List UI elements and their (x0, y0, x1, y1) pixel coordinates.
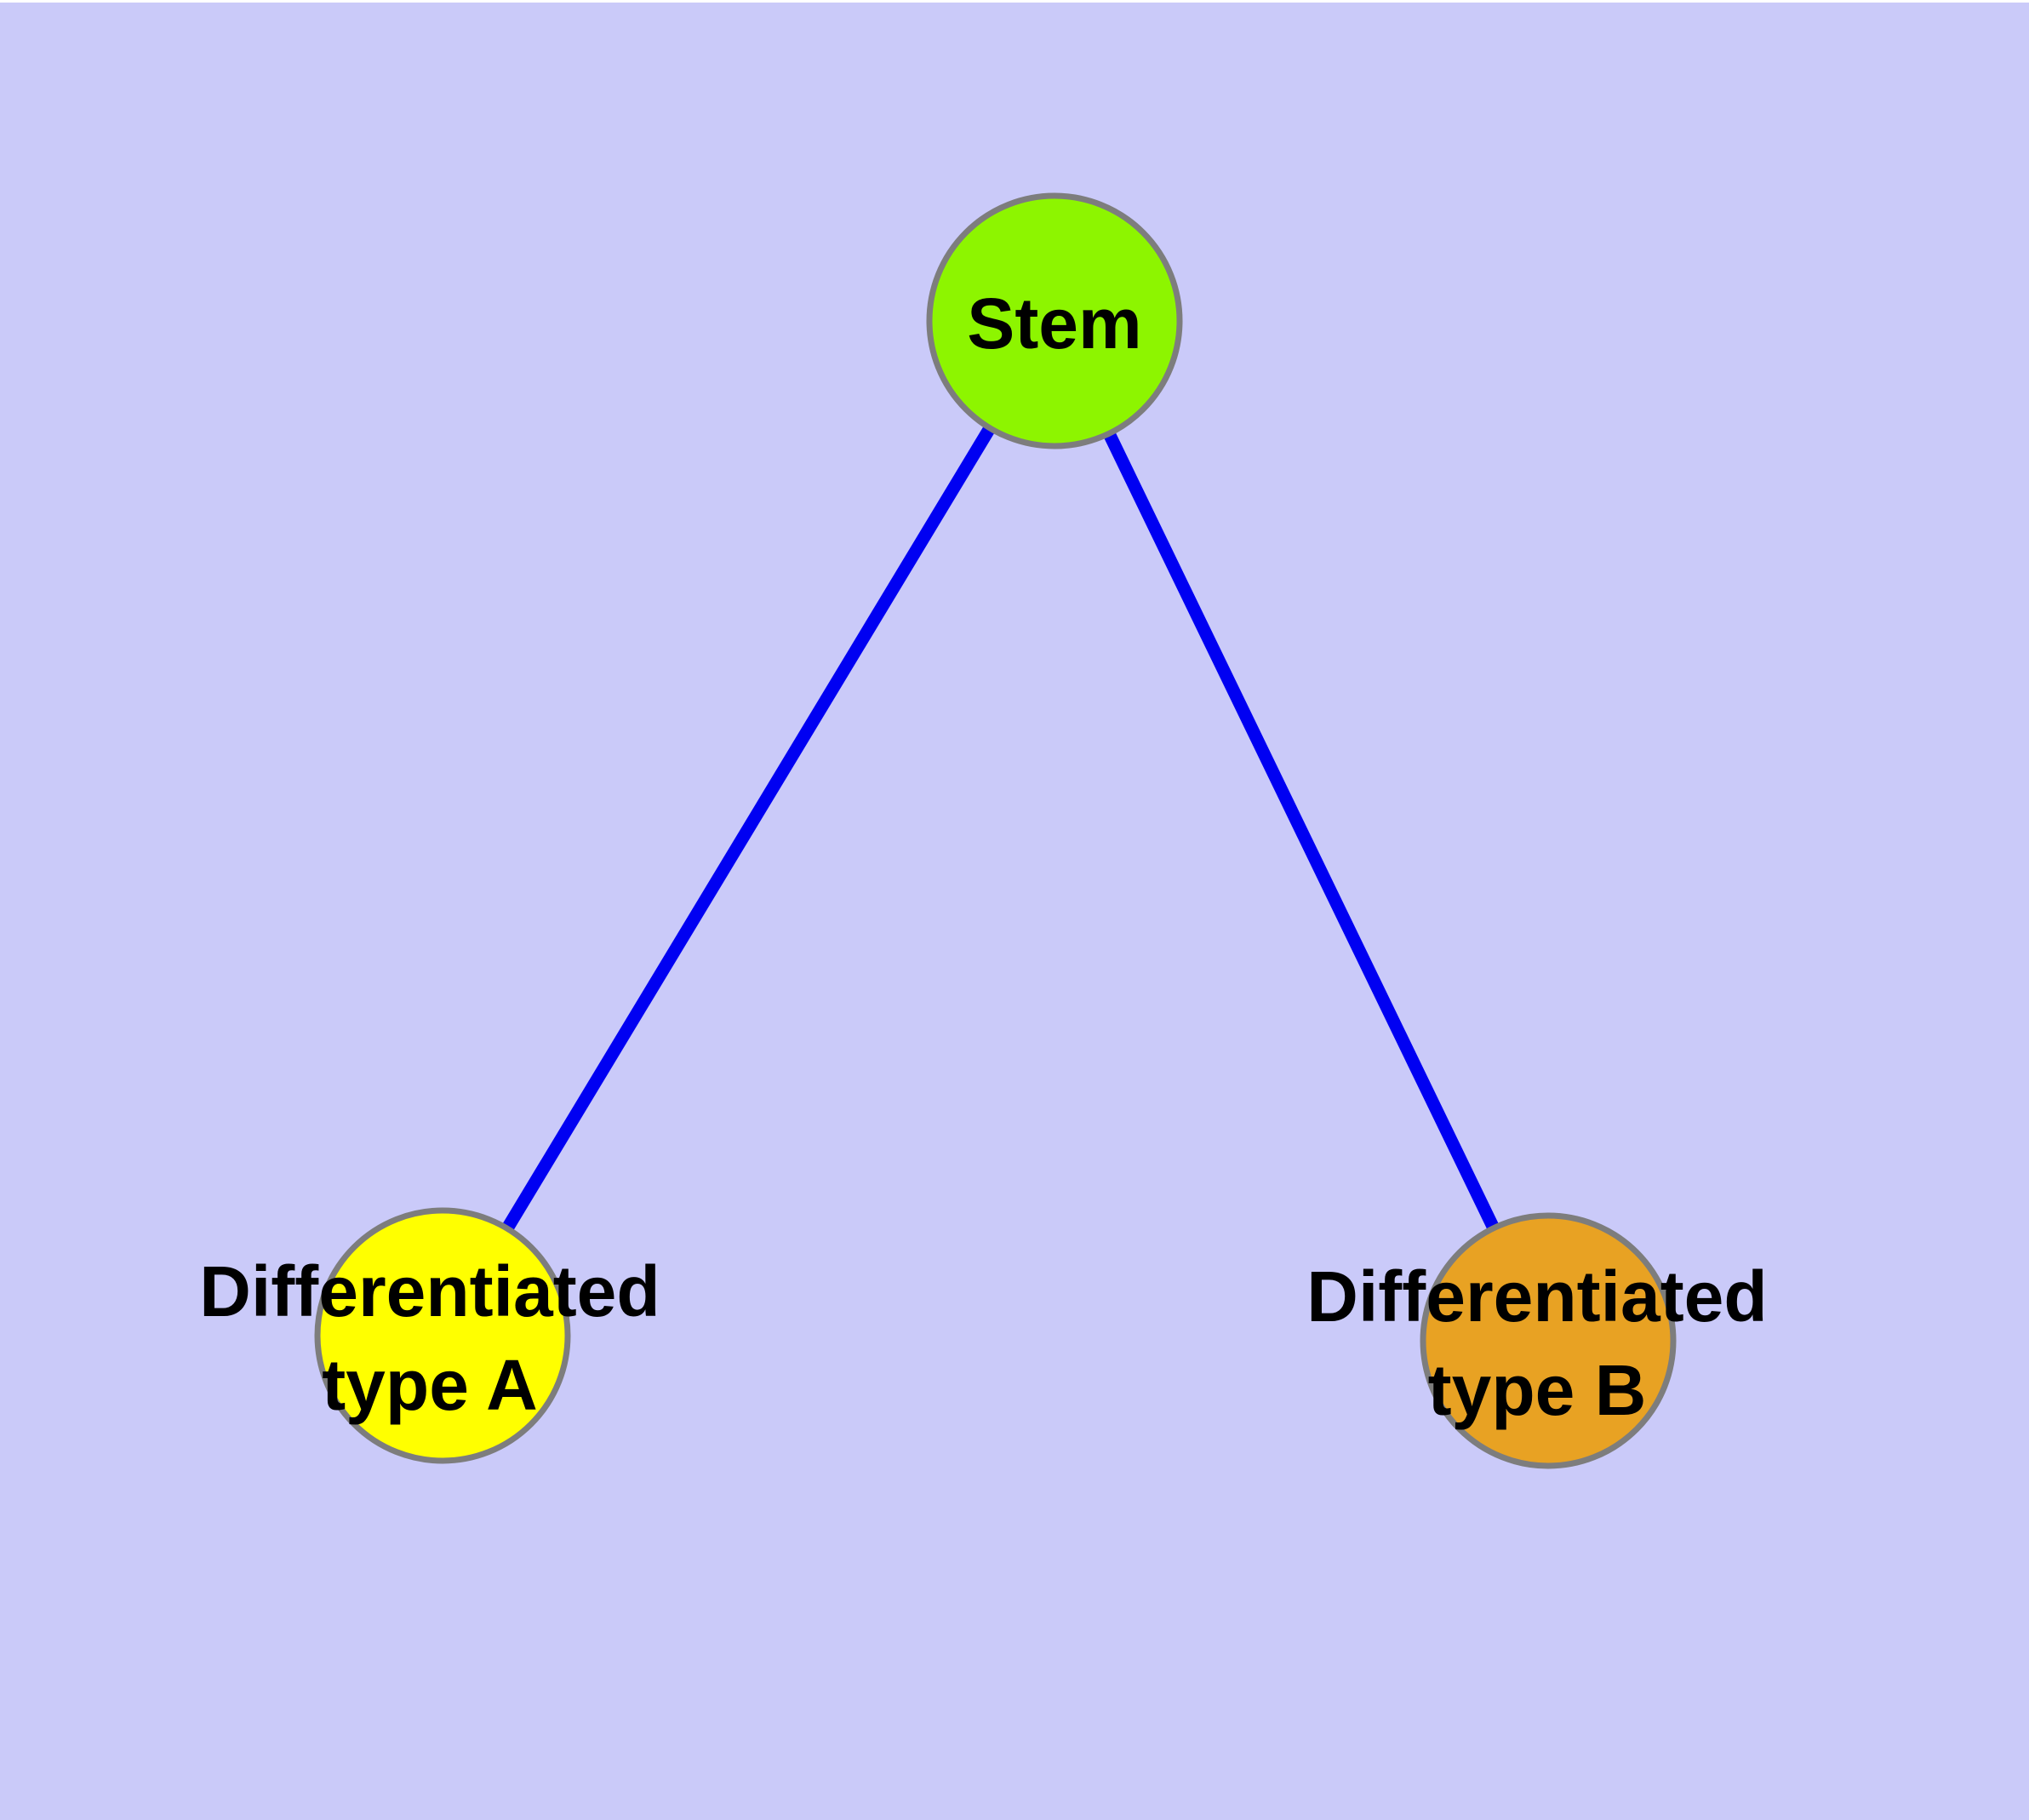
node-circle-differentiated-type-a (314, 1207, 571, 1464)
edge-stem-differentiated-type-a (437, 318, 1060, 1339)
node-circle-stem (926, 192, 1183, 449)
edge-stem-differentiated-type-b (1049, 318, 1554, 1344)
node-stem: Stem (926, 192, 1183, 449)
edges-layer (437, 318, 1554, 1344)
node-circle-differentiated-type-b (1420, 1212, 1677, 1469)
